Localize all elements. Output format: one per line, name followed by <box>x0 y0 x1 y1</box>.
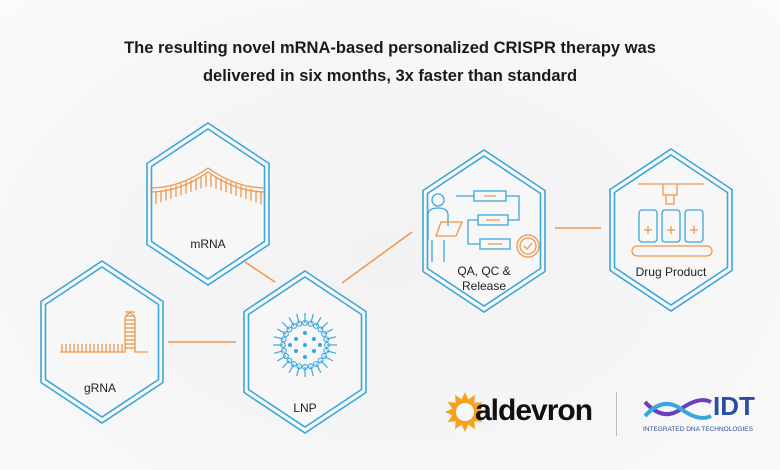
payload-dot <box>318 343 322 347</box>
qa-icon <box>427 190 540 262</box>
lipid-tail <box>288 316 295 327</box>
node-label-mrna: mRNA <box>190 237 225 251</box>
lipid-tail <box>323 355 334 362</box>
lipid-head <box>280 342 286 348</box>
hexagon-lnp-outer <box>243 270 367 434</box>
payload-dot <box>288 343 292 347</box>
lipid-head <box>321 331 328 337</box>
lipid-tail <box>296 366 300 377</box>
hexagon-qa-inner <box>426 155 542 307</box>
lipid-tail <box>276 355 287 362</box>
node-label-drug-product: Drug Product <box>636 265 707 279</box>
mrna-icon <box>149 167 267 205</box>
lipid-head <box>296 320 303 327</box>
payload-dot <box>312 349 316 353</box>
lipid-head <box>307 320 314 327</box>
hexagon-qa-outer <box>422 149 546 313</box>
lipid-tail <box>323 328 334 335</box>
idt-logo: IDT <box>713 391 755 421</box>
aldevron-sun-icon <box>445 392 485 432</box>
node-label-grna: gRNA <box>84 381 116 395</box>
lipid-head <box>291 322 297 329</box>
headline: The resulting novel mRNA-based personali… <box>0 34 780 90</box>
grna-icon <box>60 311 148 353</box>
hexagon-lnp-inner <box>247 276 363 428</box>
lipid-tail <box>326 350 337 354</box>
lipid-tail <box>288 363 295 374</box>
lipid-tail <box>273 336 284 340</box>
headline-line-2: delivered in six months, 3x faster than … <box>202 67 578 85</box>
lipid-tail <box>315 363 322 374</box>
connector-lnp-qa <box>341 231 413 284</box>
lipid-tail <box>310 366 314 377</box>
lipid-head <box>317 326 324 333</box>
lipid-tail <box>320 360 329 369</box>
idt-tagline: INTEGRATED DNA TECHNOLOGIES <box>643 426 753 433</box>
payload-dot <box>294 337 298 341</box>
lipid-tail <box>315 316 322 327</box>
hexagon-grna-outer <box>40 260 164 424</box>
partner-logos: aldevron IDT INTEGRATED DNA TECHNOLOGIES <box>445 388 775 440</box>
hexagon-mrna-outer <box>146 122 270 286</box>
lipid-head <box>302 364 308 370</box>
drug-product-icon <box>631 183 713 257</box>
lipid-head <box>286 357 293 364</box>
node-label-lnp: LNP <box>293 401 316 415</box>
lipid-tail <box>296 313 300 324</box>
lipid-head <box>324 342 330 348</box>
node-label-qa-1: QA, QC & <box>457 264 510 278</box>
lipid-head <box>286 326 293 333</box>
lipid-tail <box>281 360 290 369</box>
connectors <box>168 227 601 343</box>
lipid-tail <box>281 321 290 330</box>
lipid-head <box>323 336 330 343</box>
lipid-head <box>321 353 328 359</box>
lipid-head <box>302 320 308 326</box>
lipid-head <box>313 361 319 368</box>
hexagon-mrna-inner <box>150 128 266 280</box>
aldevron-logo: aldevron <box>475 394 593 427</box>
payload-dot <box>303 331 307 335</box>
payload-dot <box>303 343 307 347</box>
lipid-head <box>282 331 289 337</box>
lipid-head <box>296 363 303 370</box>
hexagon-drug-inner <box>613 154 729 306</box>
node-label-qa-2: Release <box>462 279 506 293</box>
hexagon-grna-inner <box>44 266 160 418</box>
lipid-head <box>291 361 297 368</box>
lipid-head <box>280 347 287 354</box>
payload-dot <box>303 355 307 359</box>
connector-mrna-lnp <box>244 261 276 283</box>
sun-core <box>456 403 474 421</box>
lipid-tail <box>276 328 287 335</box>
idt-helix-icon <box>643 398 712 420</box>
payload-dot <box>312 337 316 341</box>
lnp-icon <box>273 313 337 377</box>
lipid-head <box>323 347 330 354</box>
headline-line-1: The resulting novel mRNA-based personali… <box>124 39 656 57</box>
logo-divider <box>616 392 617 436</box>
lipid-head <box>313 322 319 329</box>
lipid-tail <box>273 350 284 354</box>
lipid-head <box>280 336 287 343</box>
lipid-tail <box>326 336 337 340</box>
lipid-head <box>317 357 324 364</box>
payload-dot <box>294 349 298 353</box>
lipid-head <box>282 353 289 359</box>
lipid-tail <box>320 321 329 330</box>
lipid-head <box>307 363 314 370</box>
lipid-tail <box>310 313 314 324</box>
